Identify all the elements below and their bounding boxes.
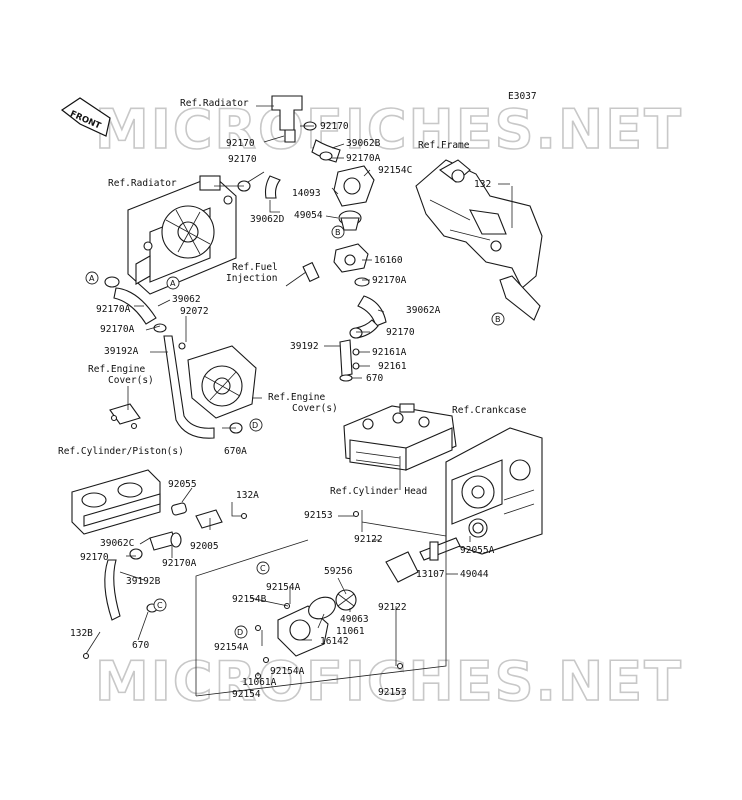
ref-fuel-injection-2: Injection	[226, 273, 277, 284]
water-pump-assembly	[254, 510, 488, 680]
ref-cylinder-piston: Ref.Cylinder/Piston(s)	[58, 446, 184, 457]
svg-text:D: D	[237, 628, 243, 637]
part-92170-c: 92170	[228, 154, 257, 165]
part-670: 670	[366, 373, 383, 384]
callout-B-top: B	[331, 225, 345, 239]
part-49044: 49044	[460, 569, 489, 580]
callout-A-left: A	[85, 271, 99, 285]
part-16160: 16160	[374, 255, 403, 266]
cylinder-illustration	[71, 469, 248, 660]
part-92055: 92055	[168, 479, 197, 490]
svg-text:D: D	[252, 421, 258, 430]
part-92170-a: 92170	[320, 121, 349, 132]
part-670a: 670A	[224, 446, 247, 457]
callout-D-pump: D	[234, 625, 248, 639]
assembly-boundary-lines	[195, 510, 458, 697]
part-92170-b: 92170	[226, 138, 255, 149]
svg-text:A: A	[89, 274, 95, 283]
part-39192b: 39192B	[126, 576, 161, 587]
part-92005: 92005	[190, 541, 219, 552]
upper-hose-assembly	[237, 95, 387, 382]
ref-fuel-injection-1: Ref.Fuel	[232, 262, 278, 273]
part-49063: 49063	[340, 614, 369, 625]
ref-radiator-left: Ref.Radiator	[108, 178, 177, 189]
leader-lines	[85, 105, 513, 676]
cylinder-head-illustration	[343, 403, 457, 471]
diagram-code: E3037	[508, 91, 537, 102]
ref-engine-cover-right-1: Ref.Engine	[268, 392, 325, 403]
part-92170-r: 92170	[386, 327, 415, 338]
part-92170a-mid: 92170A	[372, 275, 407, 286]
ref-cylinder-head: Ref.Cylinder Head	[330, 486, 427, 497]
part-92170a-l2: 92170A	[100, 324, 135, 335]
radiator-illustration	[127, 175, 237, 295]
frame-illustration	[415, 159, 543, 321]
svg-text:A: A	[170, 279, 176, 288]
part-92055a: 92055A	[460, 545, 495, 556]
part-92170-low: 92170	[80, 552, 109, 563]
part-16142: 16142	[320, 636, 349, 647]
part-39192: 39192	[290, 341, 319, 352]
ref-engine-cover-right-2: Cover(s)	[292, 403, 338, 414]
part-92153-top: 92153	[304, 510, 333, 521]
part-132-top: 132	[474, 179, 491, 190]
part-39192a: 39192A	[104, 346, 139, 357]
callout-C-left: C	[153, 598, 167, 612]
part-132b: 132B	[70, 628, 93, 639]
part-92122-b: 92122	[378, 602, 407, 613]
part-39062b: 39062B	[346, 138, 381, 149]
part-39062: 39062	[172, 294, 201, 305]
part-13107: 13107	[416, 569, 445, 580]
part-11061a: 11061A	[242, 677, 277, 688]
ref-radiator-top: Ref.Radiator	[180, 98, 249, 109]
crankcase-illustration	[445, 427, 543, 555]
callout-B-frame: B	[491, 312, 505, 326]
part-92170a-top: 92170A	[346, 153, 381, 164]
part-49054: 49054	[294, 210, 323, 221]
ref-engine-cover-left-1: Ref.Engine	[88, 364, 145, 375]
part-92154: 92154	[232, 689, 261, 700]
part-92154a-c: 92154A	[270, 666, 305, 677]
part-92170a-left: 92170A	[96, 304, 131, 315]
svg-text:C: C	[260, 564, 266, 573]
part-11061: 11061	[336, 626, 365, 637]
svg-text:B: B	[335, 228, 341, 237]
part-92154a-a: 92154A	[266, 582, 301, 593]
callout-C-pump: C	[256, 561, 270, 575]
part-132a: 132A	[236, 490, 259, 501]
part-92154c: 92154C	[378, 165, 412, 176]
part-670-low: 670	[132, 640, 149, 651]
part-92154b: 92154B	[232, 594, 267, 605]
watermark-bottom: MICROFICHES.NET	[95, 650, 683, 713]
part-39062c: 39062C	[100, 538, 134, 549]
part-92154a-b: 92154A	[214, 642, 249, 653]
svg-text:B: B	[495, 315, 501, 324]
svg-text:C: C	[157, 601, 163, 610]
part-39062a: 39062A	[406, 305, 441, 316]
callout-A-top: A	[166, 276, 180, 290]
ref-crankcase: Ref.Crankcase	[452, 405, 527, 416]
part-92072: 92072	[180, 306, 209, 317]
part-14093: 14093	[292, 188, 321, 199]
part-92161: 92161	[378, 361, 407, 372]
part-92170a-low: 92170A	[162, 558, 197, 569]
part-92122-a: 92122	[354, 534, 383, 545]
callout-D-right: D	[249, 418, 263, 432]
ref-engine-cover-left-2: Cover(s)	[108, 375, 154, 386]
ref-frame: Ref.Frame	[418, 140, 470, 151]
part-92153-low: 92153	[378, 687, 407, 698]
part-92161a: 92161A	[372, 347, 407, 358]
part-59256: 59256	[324, 566, 353, 577]
part-39062d: 39062D	[250, 214, 285, 225]
watermark-top: MICROFICHES.NET	[95, 98, 683, 161]
